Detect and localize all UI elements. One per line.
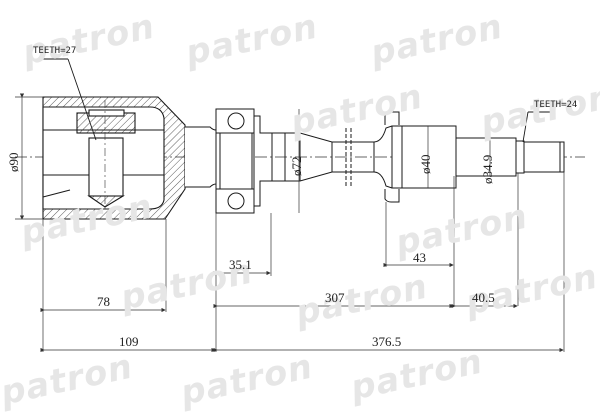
cv-joint-drawing (15, 58, 585, 353)
diameter-housing-label: ø90 (6, 152, 21, 173)
diameter-dims (15, 93, 491, 220)
teeth-inner-label: TEETH=27 (33, 46, 77, 56)
stub-shaft (455, 137, 565, 177)
dim-joint-length: 109 (119, 334, 139, 349)
joint-housing (42, 96, 186, 220)
bearing (215, 108, 273, 214)
teeth-outer-label: TEETH=24 (534, 100, 578, 110)
collar (384, 111, 457, 203)
dim-overall-length: 376.5 (372, 334, 402, 349)
dim-stub-length: 40.5 (472, 290, 495, 305)
joint-neck (185, 126, 217, 188)
diameter-collar-label: ø40 (418, 154, 433, 175)
dim-housing-length: 78 (97, 294, 110, 309)
dim-shaft-length: 307 (325, 290, 345, 305)
diameter-bearing-label: ø72 (289, 156, 304, 177)
length-dims (40, 172, 565, 353)
shaft (272, 125, 393, 189)
diameter-stub-label: ø34.9 (480, 154, 495, 184)
dim-bearing-offset: 35.1 (229, 257, 252, 272)
callout-leaders (36, 58, 552, 143)
dim-collar-to-end: 43 (413, 250, 426, 265)
